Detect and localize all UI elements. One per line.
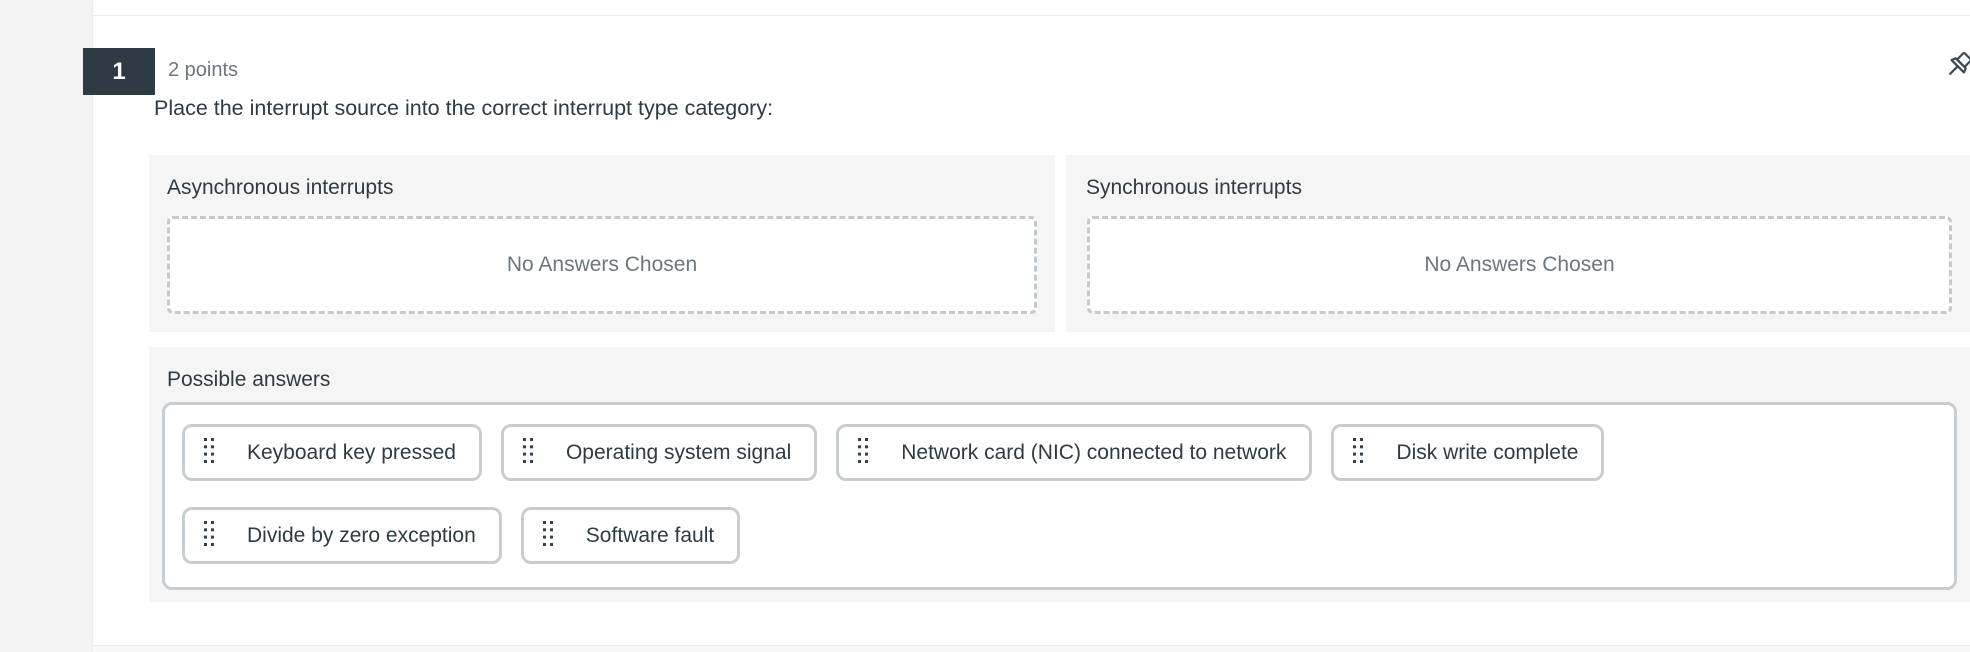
pin-icon bbox=[1941, 52, 1970, 86]
pin-question-button[interactable] bbox=[1941, 49, 1970, 83]
answer-chip-label: Software fault bbox=[585, 523, 715, 547]
answer-chip[interactable]: Network card (NIC) connected to network bbox=[836, 424, 1313, 481]
question-number: 1 bbox=[112, 57, 126, 85]
answer-chip-label: Network card (NIC) connected to network bbox=[901, 440, 1287, 464]
answers-row: Divide by zero exception Software fault bbox=[182, 507, 1937, 564]
answer-chip-label: Keyboard key pressed bbox=[247, 440, 456, 464]
question-prompt: Place the interrupt source into the corr… bbox=[154, 96, 774, 120]
answers-pool: Keyboard key pressed Operating system si… bbox=[162, 402, 1957, 590]
points-label: 2 points bbox=[168, 59, 239, 81]
category-label: Asynchronous interrupts bbox=[167, 176, 394, 199]
category-panel-asynchronous: Asynchronous interrupts No Answers Chose… bbox=[149, 155, 1055, 332]
card-top-divider bbox=[93, 15, 1970, 16]
next-card-strip bbox=[93, 646, 1970, 652]
answer-chip[interactable]: Disk write complete bbox=[1331, 424, 1605, 481]
category-drop-zone[interactable]: No Answers Chosen bbox=[1087, 216, 1952, 314]
question-number-badge: 1 bbox=[83, 48, 155, 95]
answer-chip-label: Disk write complete bbox=[1396, 440, 1579, 464]
drag-handle-icon bbox=[204, 520, 214, 551]
possible-answers-label: Possible answers bbox=[167, 368, 331, 391]
drag-handle-icon bbox=[542, 520, 553, 551]
answer-chip[interactable]: Divide by zero exception bbox=[182, 507, 502, 564]
category-label: Synchronous interrupts bbox=[1086, 176, 1302, 199]
category-drop-zone[interactable]: No Answers Chosen bbox=[167, 216, 1037, 314]
card-bottom-divider bbox=[93, 645, 1970, 646]
drag-handle-icon bbox=[858, 437, 869, 468]
drop-zone-placeholder: No Answers Chosen bbox=[1424, 253, 1615, 276]
drag-handle-icon bbox=[204, 437, 214, 468]
answers-row: Keyboard key pressed Operating system si… bbox=[182, 424, 1937, 481]
answer-chip[interactable]: Keyboard key pressed bbox=[182, 424, 482, 481]
drop-zone-placeholder: No Answers Chosen bbox=[506, 253, 698, 276]
answer-chip-label: Divide by zero exception bbox=[247, 523, 476, 547]
answer-chip[interactable]: Software fault bbox=[520, 507, 741, 564]
left-rail bbox=[0, 0, 93, 652]
drag-handle-icon bbox=[1353, 437, 1364, 468]
possible-answers-panel: Possible answers Keyboard key pressed Op… bbox=[149, 347, 1970, 602]
drag-handle-icon bbox=[522, 437, 533, 468]
answer-chip-label: Operating system signal bbox=[565, 440, 792, 464]
category-panel-synchronous: Synchronous interrupts No Answers Chosen bbox=[1066, 155, 1970, 332]
answer-chip[interactable]: Operating system signal bbox=[500, 424, 818, 481]
